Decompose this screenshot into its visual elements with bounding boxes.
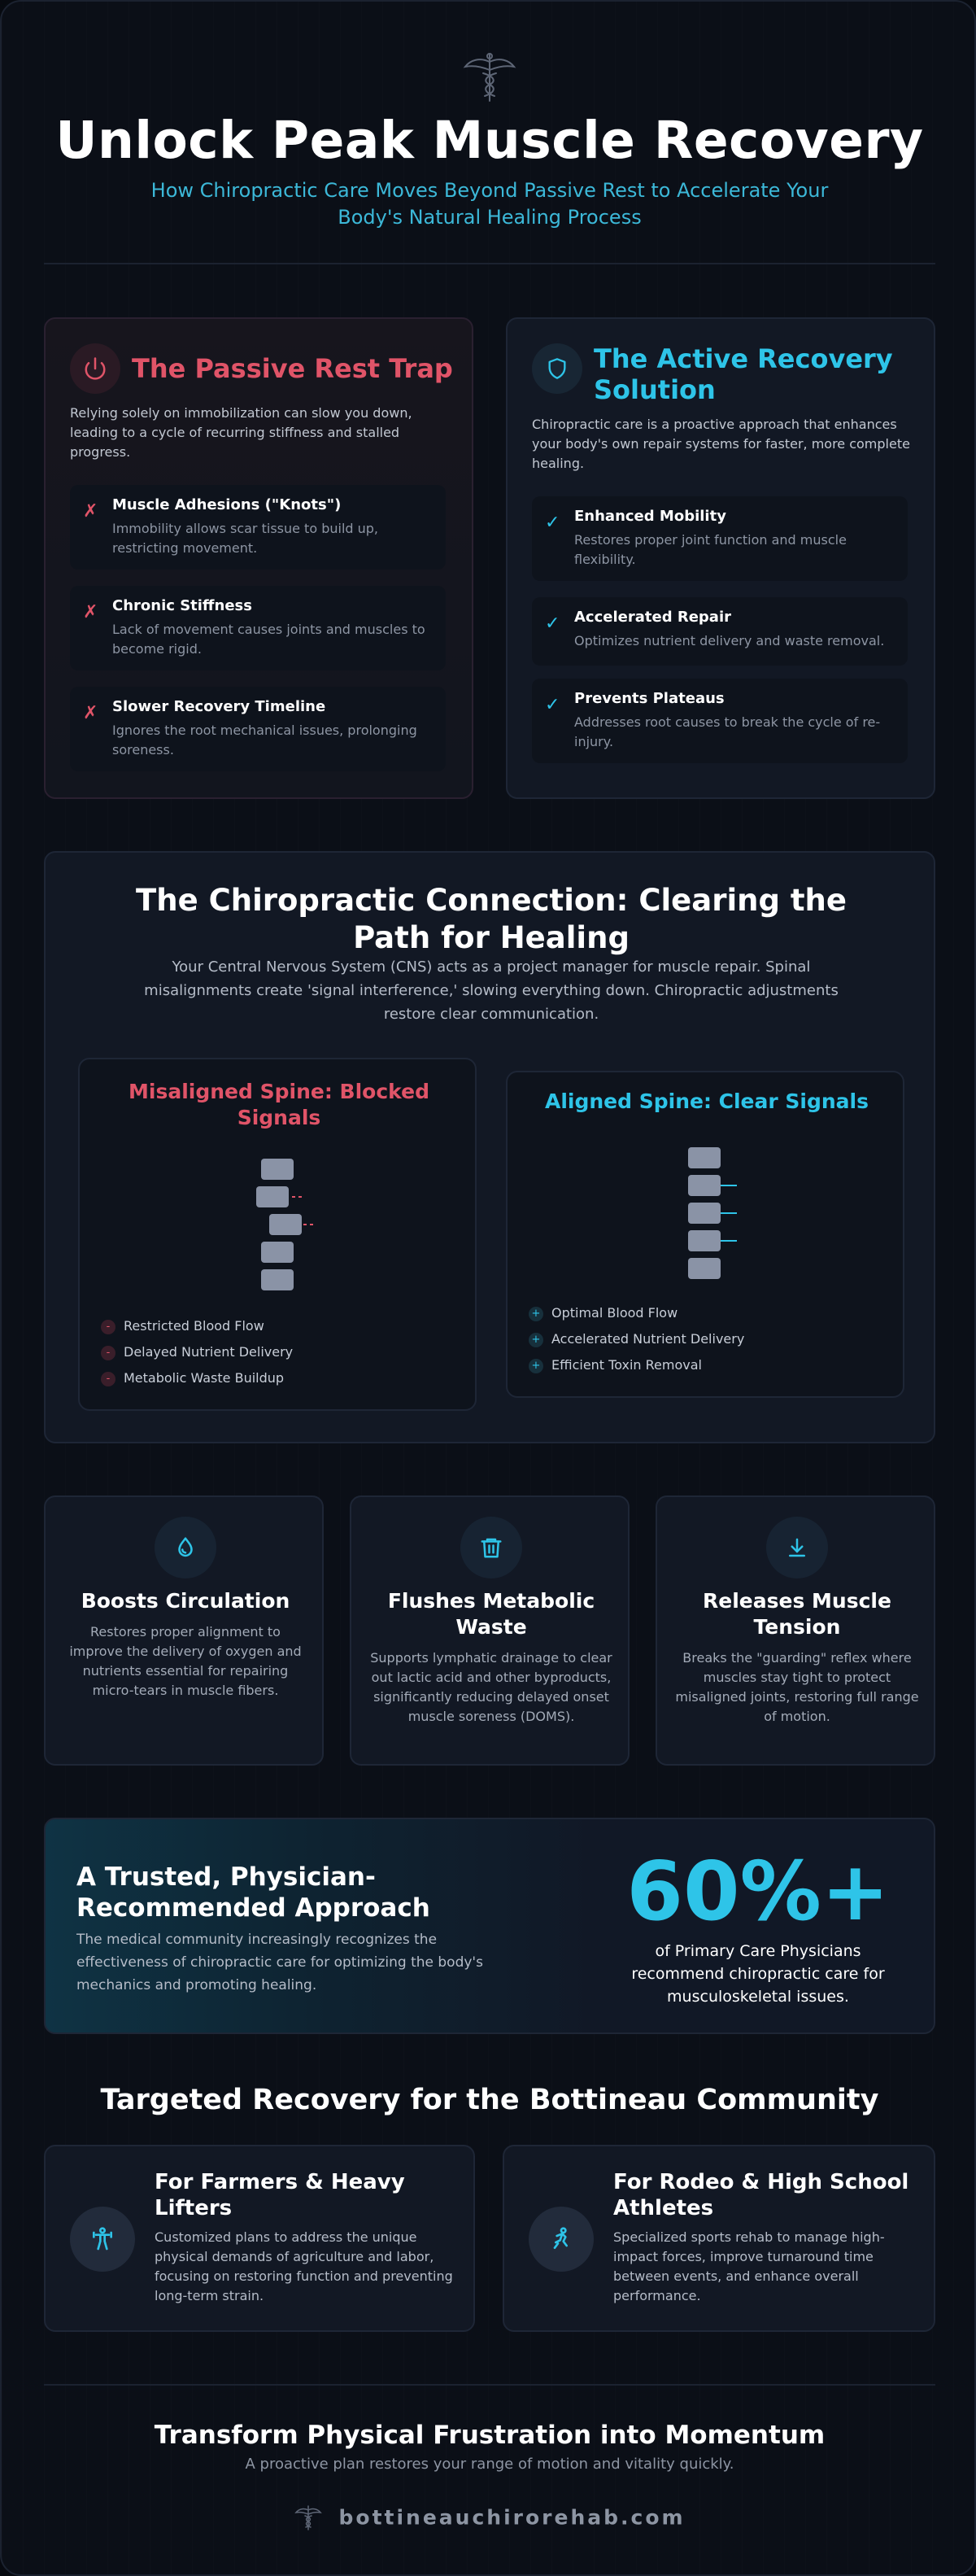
community-card: For Rodeo & High School Athletes Special…	[503, 2145, 935, 2332]
misaligned-spine-panel: Misaligned Spine: Blocked Signals -Restr…	[78, 1058, 477, 1411]
aligned-title: Aligned Spine: Clear Signals	[544, 1089, 869, 1113]
misaligned-item: -Restricted Blood Flow	[101, 1318, 264, 1334]
passive-item: ✗ Chronic Stiffness Lack of movement cau…	[70, 586, 446, 670]
active-item-title: Prevents Plateaus	[574, 690, 725, 707]
page-subtitle: How Chiropractic Care Moves Beyond Passi…	[150, 179, 829, 229]
active-item-title: Enhanced Mobility	[574, 508, 726, 525]
active-item: ✓ Accelerated Repair Optimizes nutrient …	[532, 597, 908, 666]
passive-item-desc: Lack of movement causes joints and muscl…	[112, 622, 425, 657]
passive-item: ✗ Muscle Adhesions ("Knots") Immobility …	[70, 485, 446, 570]
active-item-desc: Restores proper joint function and muscl…	[574, 532, 847, 567]
minus-icon: -	[101, 1345, 115, 1360]
website-link[interactable]: bottineauchirorehab.com	[338, 2505, 686, 2530]
trusted-desc: The medical community increasingly recog…	[76, 1932, 483, 1993]
divider	[44, 263, 935, 264]
footer-subtitle: A proactive plan restores your range of …	[245, 2456, 734, 2473]
footer-brand: bottineauchirorehab.com	[2, 2504, 974, 2530]
passive-rest-card: The Passive Rest Trap Relying solely on …	[44, 317, 473, 799]
community-card-desc: Customized plans to address the unique p…	[155, 2229, 453, 2303]
passive-item-desc: Immobility allows scar tissue to build u…	[112, 521, 379, 556]
active-item-desc: Addresses root causes to break the cycle…	[574, 714, 881, 749]
plus-icon: +	[529, 1358, 543, 1373]
benefit-card: Flushes Metabolic Waste Supports lymphat…	[350, 1495, 630, 1766]
active-item: ✓ Enhanced Mobility Restores proper join…	[532, 496, 908, 581]
caduceus-logo-icon	[463, 53, 516, 102]
power-icon	[70, 343, 120, 394]
passive-item-title: Muscle Adhesions ("Knots")	[112, 496, 342, 513]
passive-item-title: Slower Recovery Timeline	[112, 698, 326, 715]
aligned-item: +Accelerated Nutrient Delivery	[529, 1331, 744, 1347]
x-mark-icon: ✗	[83, 501, 98, 522]
x-mark-icon: ✗	[83, 703, 98, 723]
lifter-icon	[70, 2207, 135, 2272]
active-item: ✓ Prevents Plateaus Addresses root cause…	[532, 679, 908, 763]
trusted-title: A Trusted, Physician-Recommended Approac…	[76, 1862, 430, 1923]
community-card-title: For Farmers & Heavy Lifters	[155, 2170, 405, 2220]
benefit-card: Boosts Circulation Restores proper align…	[44, 1495, 324, 1766]
benefit-desc: Restores proper alignment to improve the…	[69, 1624, 302, 1698]
connection-desc: Your Central Nervous System (CNS) acts a…	[144, 958, 839, 1023]
passive-item: ✗ Slower Recovery Timeline Ignores the r…	[70, 687, 446, 771]
active-recovery-card: The Active Recovery Solution Chiropracti…	[506, 317, 935, 799]
community-card-title: For Rodeo & High School Athletes	[613, 2170, 909, 2220]
minus-icon: -	[101, 1319, 115, 1334]
active-item-desc: Optimizes nutrient delivery and waste re…	[574, 633, 885, 648]
passive-desc: Relying solely on immobilization can slo…	[70, 405, 412, 460]
passive-title: The Passive Rest Trap	[132, 353, 453, 384]
aligned-spine-panel: Aligned Spine: Clear Signals +Optimal Bl…	[506, 1071, 904, 1398]
arrow-down-icon	[766, 1517, 828, 1578]
benefit-title: Flushes Metabolic Waste	[387, 1589, 595, 1639]
community-title: Targeted Recovery for the Bottineau Comm…	[100, 2084, 879, 2116]
benefit-desc: Breaks the "guarding" reflex where muscl…	[675, 1650, 919, 1724]
benefit-desc: Supports lymphatic drainage to clear out…	[370, 1650, 612, 1724]
misaligned-item: -Metabolic Waste Buildup	[101, 1370, 284, 1386]
chiropractic-connection-section: The Chiropractic Connection: Clearing th…	[44, 851, 935, 1443]
caduceus-logo-icon	[294, 2505, 323, 2530]
x-mark-icon: ✗	[83, 602, 98, 622]
stat-value: 60%+	[626, 1844, 890, 1939]
athlete-icon	[529, 2207, 594, 2272]
community-card: For Farmers & Heavy Lifters Customized p…	[44, 2145, 475, 2332]
check-icon: ✓	[545, 513, 560, 533]
aligned-spine-icon	[688, 1147, 737, 1279]
active-title: The Active Recovery Solution	[594, 343, 893, 405]
droplet-icon	[155, 1517, 216, 1578]
plus-icon: +	[529, 1306, 543, 1321]
minus-icon: -	[101, 1371, 115, 1386]
benefit-card: Releases Muscle Tension Breaks the "guar…	[656, 1495, 935, 1766]
benefit-title: Boosts Circulation	[81, 1589, 290, 1613]
community-card-desc: Specialized sports rehab to manage high-…	[613, 2229, 885, 2303]
benefit-title: Releases Muscle Tension	[703, 1589, 891, 1639]
misaligned-spine-icon	[256, 1159, 316, 1290]
check-icon: ✓	[545, 613, 560, 634]
connection-title: The Chiropractic Connection: Clearing th…	[136, 883, 847, 955]
passive-item-desc: Ignores the root mechanical issues, prol…	[112, 723, 417, 758]
passive-item-title: Chronic Stiffness	[112, 597, 252, 614]
active-desc: Chiropractic care is a proactive approac…	[532, 417, 910, 471]
stat-desc: of Primary Care Physicians recommend chi…	[631, 1942, 885, 2006]
shield-icon	[532, 343, 582, 394]
misaligned-item: -Delayed Nutrient Delivery	[101, 1344, 293, 1360]
page-title: Unlock Peak Muscle Recovery	[55, 111, 924, 170]
plus-icon: +	[529, 1332, 543, 1347]
check-icon: ✓	[545, 695, 560, 715]
aligned-item: +Optimal Blood Flow	[529, 1305, 678, 1321]
aligned-item: +Efficient Toxin Removal	[529, 1357, 702, 1373]
divider	[44, 2384, 935, 2386]
active-item-title: Accelerated Repair	[574, 609, 731, 626]
trusted-approach-section: A Trusted, Physician-Recommended Approac…	[44, 1818, 935, 2034]
footer-title: Transform Physical Frustration into Mome…	[154, 2421, 826, 2450]
trash-icon	[460, 1517, 522, 1578]
misaligned-title: Misaligned Spine: Blocked Signals	[129, 1080, 429, 1129]
